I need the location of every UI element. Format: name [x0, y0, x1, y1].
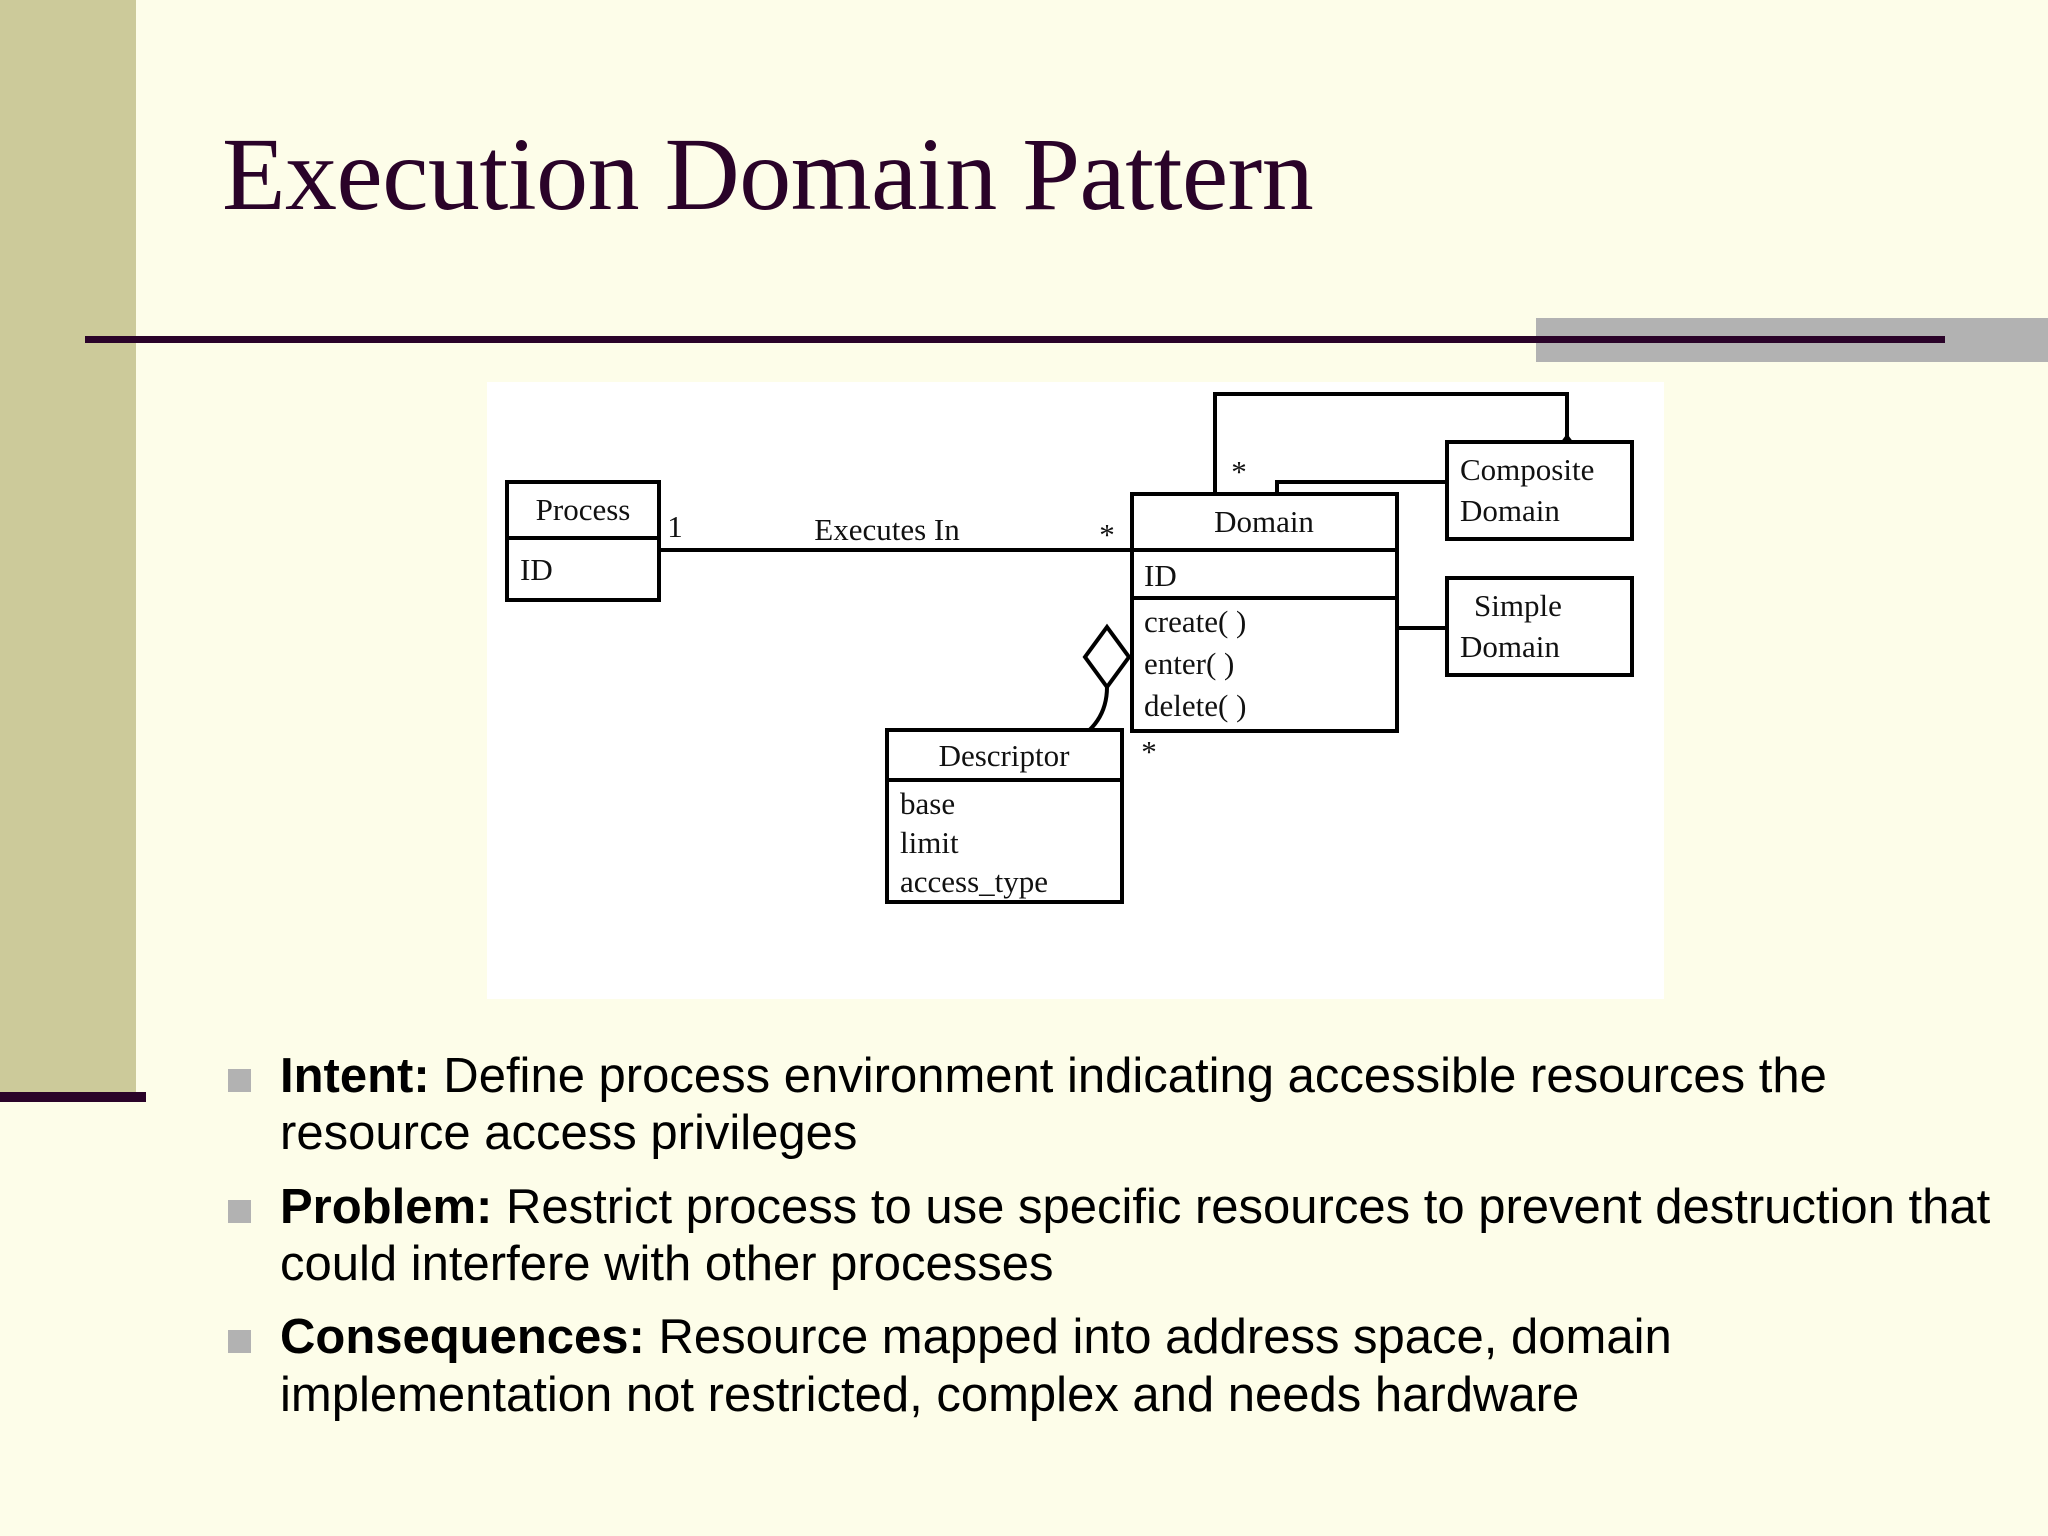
uml-class-descriptor[interactable]: Descriptor base limit access_type — [885, 728, 1124, 904]
association-label-executes-in: Executes In — [814, 512, 960, 547]
bullet-text: Intent: Define process environment indic… — [280, 1048, 2008, 1163]
bullet-body-text: Resource mapped into address space, doma… — [280, 1310, 1672, 1422]
bullet-square-icon — [228, 1330, 251, 1354]
uml-class-diagram: Process ID Domain ID create( ) enter( ) … — [505, 392, 1634, 904]
sidebar-underline-bar — [0, 1092, 146, 1102]
uml-class-descriptor-attribute-0: base — [900, 786, 955, 821]
list-item: Problem: Restrict process to use specifi… — [228, 1179, 2008, 1294]
multiplicity-descriptor-side: * — [1141, 734, 1157, 769]
uml-diagram-panel: Process ID Domain ID create( ) enter( ) … — [487, 382, 1664, 999]
aggregation-diamond-descriptor — [1082, 623, 1132, 691]
bullet-lead-label: Intent: — [280, 1049, 430, 1103]
title-divider-rule — [85, 336, 1945, 343]
uml-class-simple-domain-name-line1: Simple — [1474, 588, 1562, 623]
connector-composite-contains-domain — [1213, 392, 1569, 550]
bullet-list: Intent: Define process environment indic… — [228, 1048, 2008, 1440]
list-item: Intent: Define process environment indic… — [228, 1048, 2008, 1163]
bullet-lead-label: Consequences: — [280, 1310, 645, 1365]
bullet-square-icon — [228, 1199, 251, 1223]
uml-class-descriptor-name: Descriptor — [939, 738, 1071, 773]
uml-class-composite-domain[interactable]: Composite Domain — [1445, 440, 1634, 541]
uml-class-composite-domain-name-line1: Composite — [1460, 452, 1594, 487]
bullet-text: Problem: Restrict process to use specifi… — [280, 1179, 2008, 1294]
bullet-body-text: Restrict process to use specific resourc… — [280, 1179, 1991, 1291]
uml-class-process-attribute-0: ID — [520, 552, 553, 587]
uml-class-domain-operation-1: enter( ) — [1144, 646, 1234, 681]
uml-class-composite-domain-name-line2: Domain — [1460, 493, 1560, 528]
uml-class-simple-domain-name-line2: Domain — [1460, 629, 1560, 664]
bullet-square-icon — [228, 1069, 251, 1092]
multiplicity-process-side: 1 — [667, 509, 683, 544]
page-title: Execution Domain Pattern — [222, 117, 1314, 232]
uml-class-descriptor-attribute-1: limit — [900, 825, 959, 860]
uml-class-domain[interactable]: Domain ID create( ) enter( ) delete( ) — [1130, 492, 1399, 733]
uml-class-descriptor-attribute-2: access_type — [900, 864, 1048, 899]
uml-class-process[interactable]: Process ID — [505, 480, 661, 602]
list-item: Consequences: Resource mapped into addre… — [228, 1309, 2008, 1424]
sidebar-decorative-band — [0, 0, 136, 1092]
uml-class-domain-operation-0: create( ) — [1144, 604, 1246, 639]
bullet-lead-label: Problem: — [280, 1179, 493, 1234]
multiplicity-domain-side: * — [1099, 517, 1115, 552]
uml-class-process-name: Process — [536, 492, 631, 527]
uml-class-domain-operation-2: delete( ) — [1144, 688, 1246, 723]
uml-class-domain-name: Domain — [1214, 504, 1314, 539]
uml-class-domain-attribute-0: ID — [1144, 558, 1177, 593]
uml-class-simple-domain[interactable]: Simple Domain — [1445, 576, 1634, 677]
bullet-text: Consequences: Resource mapped into addre… — [280, 1309, 2008, 1424]
multiplicity-composite-side: * — [1231, 454, 1247, 489]
bullet-body-text: Define process environment indicating ac… — [280, 1049, 1827, 1161]
